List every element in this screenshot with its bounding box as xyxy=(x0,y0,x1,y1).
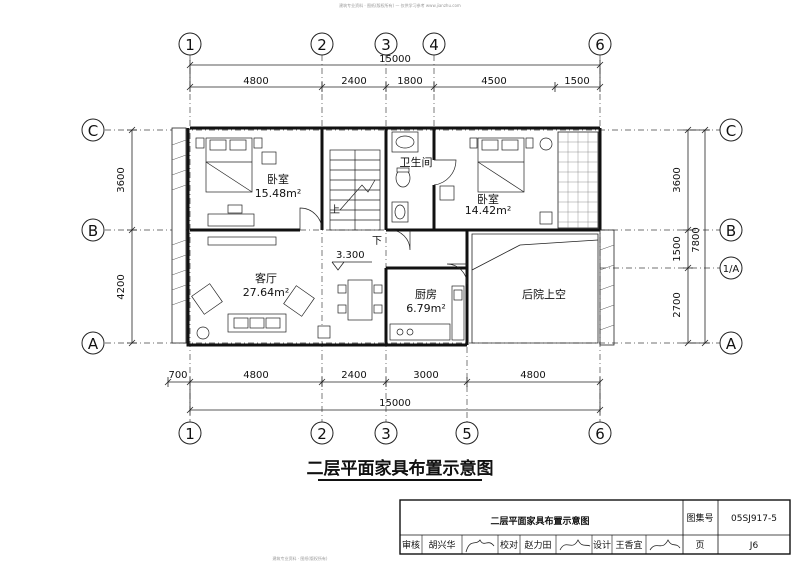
axis-label-right: 1/A xyxy=(723,264,740,275)
top-dimension: 1500 xyxy=(564,76,589,87)
check-label: 校对 xyxy=(500,539,518,551)
room-area: 15.48m² xyxy=(255,187,302,200)
room-area: 27.64m² xyxy=(243,286,290,299)
right-dimension: 1500 xyxy=(672,236,683,261)
top-overall-dimension: 15000 xyxy=(379,54,411,65)
axis-label-bottom: 3 xyxy=(381,425,391,443)
page-number: J6 xyxy=(749,541,759,551)
axis-label-top: 2 xyxy=(317,36,327,54)
rear-yard-void xyxy=(471,233,599,344)
left-dimension: 3600 xyxy=(116,167,127,192)
room-area: 6.79m² xyxy=(406,302,446,315)
room-area: 14.42m² xyxy=(465,204,512,217)
kitchen-counters xyxy=(389,285,465,341)
axis-label-top: 3 xyxy=(381,36,391,54)
designer-signature xyxy=(649,539,681,551)
checker-signature xyxy=(559,539,591,551)
stair-down-label: 下 xyxy=(372,236,382,247)
page-label: 页 xyxy=(695,540,704,551)
title-block: 二层平面家具布置示意图 图集号 05SJ917-5 页 J6 审核 胡兴华 校对… xyxy=(399,499,791,555)
doors xyxy=(299,159,468,285)
room-name: 卧室 xyxy=(477,192,499,206)
room-name: 后院上空 xyxy=(522,287,566,301)
top-dimension: 4500 xyxy=(481,76,506,87)
stair-up-label: 上 xyxy=(330,204,340,216)
right-overall-dimension: 7800 xyxy=(691,227,702,252)
room-name: 卫生间 xyxy=(400,155,433,169)
axis-label-bottom: 6 xyxy=(595,425,605,443)
right-dimension: 2700 xyxy=(672,292,683,317)
living-room-furniture xyxy=(191,236,315,340)
right-dimension: 3600 xyxy=(672,167,683,192)
top-dimension: 1800 xyxy=(397,76,422,87)
desk-bedroom-1 xyxy=(207,151,277,227)
bottom-overall-dimension: 15000 xyxy=(379,398,411,409)
top-dimension: 4800 xyxy=(243,76,268,87)
axis-label-right: A xyxy=(726,335,737,353)
bottom-dimension: 3000 xyxy=(413,370,438,381)
top-dimension-lines xyxy=(186,60,604,92)
bed-bedroom-2 xyxy=(439,137,553,225)
axis-label-right: B xyxy=(726,222,736,240)
axis-label-bottom: 2 xyxy=(317,425,327,443)
footer-watermark: 建筑专业资料 · 图纸(版权所有) xyxy=(273,555,328,561)
dining-table xyxy=(317,279,383,339)
staircase xyxy=(329,149,381,231)
facade-hatch xyxy=(171,139,187,306)
axis-label-top: 6 xyxy=(595,36,605,54)
axis-label-left: C xyxy=(88,122,98,140)
review-label: 审核 xyxy=(402,539,420,551)
left-dimension-lines xyxy=(127,126,137,347)
bottom-dimension: 2400 xyxy=(341,370,366,381)
axis-label-left: B xyxy=(88,222,98,240)
axis-label-left: A xyxy=(88,335,99,353)
room-name: 厨房 xyxy=(415,288,437,301)
west-facade-strip xyxy=(171,127,187,344)
bottom-dimension: 4800 xyxy=(520,370,545,381)
room-name: 客厅 xyxy=(255,271,277,285)
bottom-dimension: 4800 xyxy=(243,370,268,381)
checker-name: 赵力田 xyxy=(524,539,551,551)
drawing-caption: 二层平面家具布置示意图 xyxy=(307,458,494,479)
room-name: 卧室 xyxy=(267,172,289,186)
title-block-title: 二层平面家具布置示意图 xyxy=(490,515,589,527)
bottom-dimension: 700 xyxy=(168,370,187,381)
axis-label-top: 4 xyxy=(429,36,439,54)
building-walls xyxy=(186,126,602,347)
design-label: 设计 xyxy=(593,539,611,551)
axis-label-top: 1 xyxy=(185,36,195,54)
atlas-number: 05SJ917-5 xyxy=(731,514,777,524)
reviewer-name: 胡兴华 xyxy=(428,539,455,551)
bed-bedroom-1 xyxy=(195,137,263,193)
atlas-number-label: 图集号 xyxy=(686,512,713,524)
elevation-label: 3.300 xyxy=(336,250,365,261)
bottom-dimension-lines xyxy=(164,377,604,415)
top-dimension: 2400 xyxy=(341,76,366,87)
axis-label-bottom: 1 xyxy=(185,425,195,443)
designer-name: 王香宜 xyxy=(615,539,642,551)
axis-label-bottom: 5 xyxy=(462,425,472,443)
axis-label-right: C xyxy=(726,122,736,140)
left-dimension: 4200 xyxy=(116,274,127,299)
bathroom-fixtures xyxy=(391,131,419,223)
elevation-mark xyxy=(331,261,372,271)
right-dimension-lines xyxy=(683,126,710,347)
header-watermark: 建筑专业资料 · 图纸(版权所有) — 仅供学习参考 www.jianzhu.c… xyxy=(339,2,461,8)
reviewer-signature xyxy=(465,539,495,553)
balcony-tiles xyxy=(558,132,598,228)
